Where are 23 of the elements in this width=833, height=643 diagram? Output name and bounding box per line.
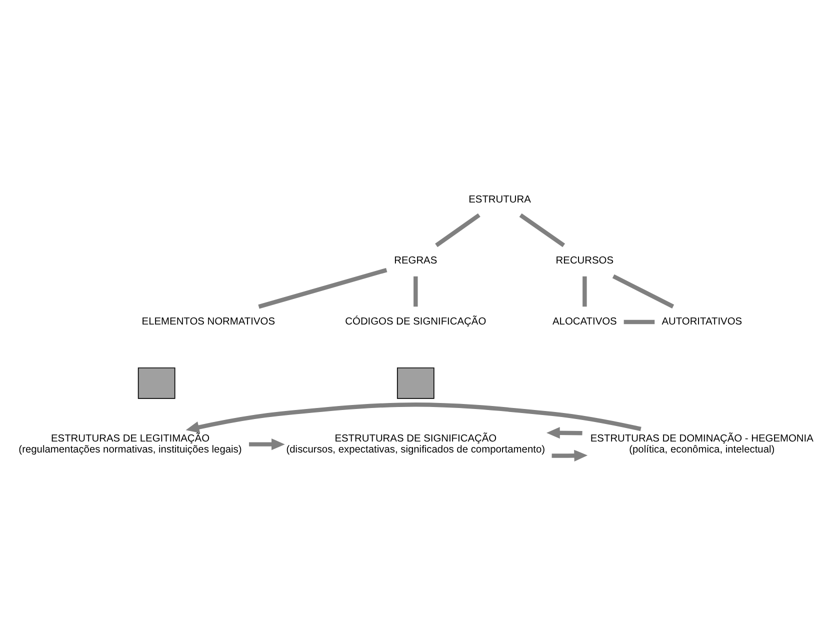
connector (258, 267, 388, 308)
node-text: AUTORITATIVOS (662, 316, 742, 328)
node-text: ALOCATIVOS (552, 316, 617, 328)
node-box (138, 366, 176, 398)
node-text: CÓDIGOS DE SIGNIFICAÇÃO (345, 316, 486, 328)
connector (582, 276, 587, 306)
node-text: ESTRUTURA (468, 194, 531, 205)
node-text: ESTRUTURAS DE SIGNIFICAÇÃO (discursos, expectativas, significados de comportamento) (286, 432, 546, 455)
node-text: REGRAS (394, 254, 438, 266)
connector (612, 274, 674, 308)
node-box (396, 366, 434, 398)
connector (624, 319, 655, 324)
connector (519, 212, 566, 247)
arrow (552, 449, 588, 461)
arrow (186, 402, 642, 432)
arrow (248, 438, 285, 450)
node-text: RECURSOS (556, 254, 614, 266)
node-text: ELEMENTOS NORMATIVOS (142, 316, 276, 328)
node-text: ESTRUTURAS DE DOMINAÇÃO - HEGEMONIA (política, econômica, intelectual) (590, 432, 814, 455)
arrow (546, 426, 582, 438)
node-text: ESTRUTURAS DE LEGITIMAÇÃO (regulamentações normativas, instituições legais) (18, 432, 242, 455)
connector (435, 212, 480, 247)
connector (414, 276, 418, 306)
